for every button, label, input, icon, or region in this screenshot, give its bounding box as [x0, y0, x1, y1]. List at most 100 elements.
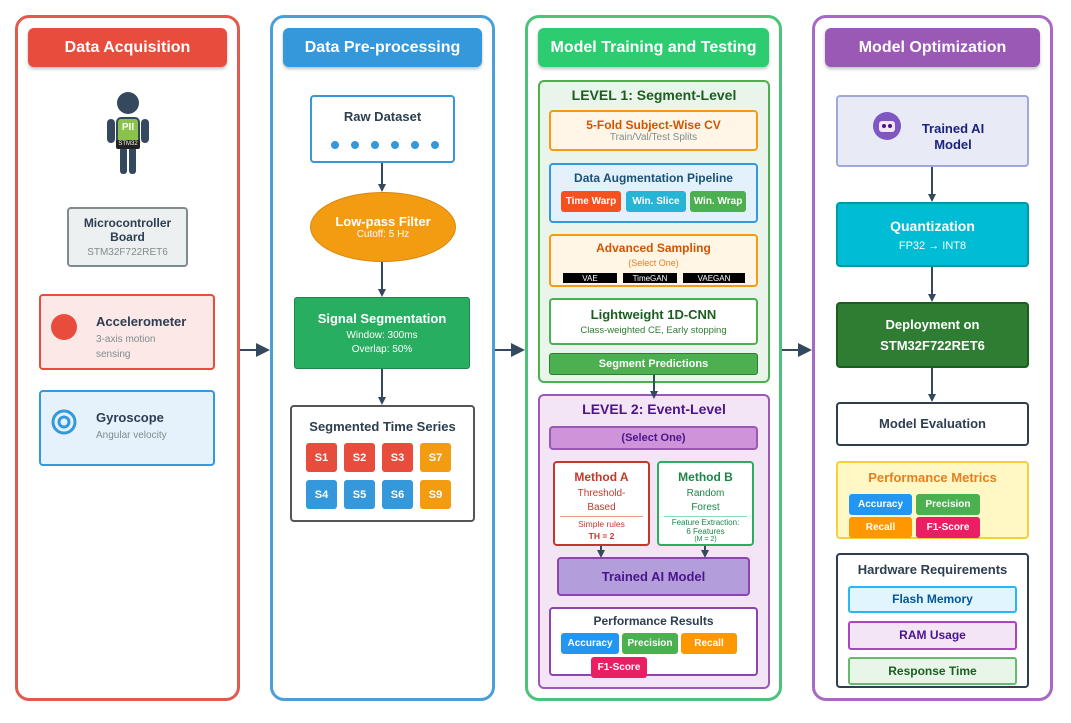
sampling-title: Advanced Sampling: [596, 241, 711, 255]
gyroscope-desc: Angular velocity: [96, 430, 167, 441]
segment-chip: S6: [382, 480, 413, 509]
augmentation-title: Data Augmentation Pipeline: [574, 171, 733, 185]
method-b-box: Method B Random Forest Feature Extractio…: [657, 461, 754, 546]
cnn-title: Lightweight 1D-CNN: [590, 307, 717, 322]
quantization-box: Quantization FP32 → INT8: [836, 202, 1029, 267]
person-chip-label: STM32: [116, 140, 140, 149]
accelerometer-box: Accelerometer 3-axis motion sensing: [39, 294, 215, 370]
segment-chip: S3: [382, 443, 413, 472]
performance-metrics-title: Performance Metrics: [868, 470, 997, 485]
model-training-panel: [525, 15, 782, 701]
cnn-box: Lightweight 1D-CNN Class-weighted CE, Ea…: [549, 298, 758, 345]
segment-chip: S7: [420, 443, 451, 472]
method-a-title: Method A: [574, 470, 629, 484]
sampling-sub: (Select One): [628, 258, 679, 268]
level2-select-bar: (Select One): [549, 426, 758, 450]
aug-chip: Win. Wrap: [690, 191, 746, 212]
low-pass-filter-box: Low-pass Filter Cutoff: 5 Hz: [310, 192, 456, 262]
method-a-divider: [560, 516, 643, 517]
result-chip: Accuracy: [561, 633, 619, 654]
method-b-fe1: Feature Extraction:: [671, 518, 740, 527]
accelerometer-title: Accelerometer: [96, 314, 187, 329]
board-title-line1: Microcontroller: [83, 216, 172, 230]
raw-dataset-dots: [330, 137, 440, 149]
segmentation-title: Signal Segmentation: [317, 311, 447, 326]
model-optimization-header: Model Optimization: [825, 28, 1040, 67]
hardware-title: Hardware Requirements: [857, 562, 1008, 577]
data-acquisition-header: Data Acquisition: [28, 28, 227, 67]
method-b-line2: Forest: [691, 502, 720, 513]
model-training-header: Model Training and Testing: [538, 28, 769, 67]
cv-title: 5-Fold Subject-Wise CV: [586, 118, 721, 132]
level1-title: LEVEL 1: Segment-Level: [571, 87, 737, 103]
hardware-item-response: Response Time: [848, 657, 1017, 685]
method-b-fe2: 6 Features: [686, 527, 725, 536]
gyroscope-icon: [51, 409, 77, 435]
method-a-box: Method A Threshold- Based Simple rules T…: [553, 461, 650, 546]
segment-predictions-box: Segment Predictions: [549, 353, 758, 375]
model-optimization-panel: [812, 15, 1053, 701]
method-a-th: TH = 2: [588, 531, 615, 541]
metric-chip: Precision: [916, 494, 980, 515]
quantization-title: Quantization: [890, 217, 975, 234]
hardware-item-flash: Flash Memory: [848, 586, 1017, 613]
data-acquisition-panel: [15, 15, 240, 701]
result-chip: Recall: [681, 633, 737, 654]
metric-chip: F1-Score: [916, 517, 980, 538]
level2-title: LEVEL 2: Event-Level: [582, 401, 726, 417]
method-b-divider: [664, 516, 747, 517]
cv-sub: Train/Val/Test Splits: [609, 132, 698, 143]
optimization-trained-model-box: Trained AI Model: [836, 95, 1029, 167]
method-a-line2: Based: [587, 502, 616, 513]
segment-chip: S1: [306, 443, 337, 472]
accelerometer-icon: [51, 314, 77, 340]
filter-title: Low-pass Filter: [335, 214, 431, 229]
result-chip: Precision: [622, 633, 678, 654]
aug-chip: Win. Slice: [626, 191, 686, 212]
level2-trained-model-box: Trained AI Model: [557, 557, 750, 596]
method-b-line1: Random: [686, 488, 725, 499]
data-preprocessing-panel: [270, 15, 495, 701]
segmentation-window: Window: 300ms: [346, 330, 418, 341]
segment-chip: S2: [344, 443, 375, 472]
sampling-option: TimeGAN: [623, 273, 677, 283]
hardware-item-ram: RAM Usage: [848, 621, 1017, 650]
gyroscope-title: Gyroscope: [96, 410, 164, 425]
sampling-option: VAE: [563, 273, 617, 283]
method-a-line1: Threshold-: [577, 488, 626, 499]
deployment-line1: Deployment on: [885, 317, 980, 332]
robot-icon: [873, 112, 901, 140]
microcontroller-board: Microcontroller Board STM32F722RET6: [67, 207, 188, 267]
segment-chip: S5: [344, 480, 375, 509]
segmentation-overlap: Overlap: 50%: [351, 344, 413, 355]
deployment-line2: STM32F722RET6: [880, 338, 985, 353]
accelerometer-desc-line2: sensing: [96, 349, 131, 360]
sampling-option: VAEGAN: [683, 273, 745, 283]
signal-segmentation-box: Signal Segmentation Window: 300ms Overla…: [294, 297, 470, 369]
method-b-title: Method B: [678, 470, 733, 484]
model-evaluation-box: Model Evaluation: [836, 402, 1029, 446]
data-preprocessing-header: Data Pre-processing: [283, 28, 482, 67]
metric-chip: Recall: [849, 517, 912, 538]
filter-sub: Cutoff: 5 Hz: [356, 229, 410, 240]
aug-chip: Time Warp: [561, 191, 621, 212]
segmented-title: Segmented Time Series: [309, 419, 456, 434]
deployment-box: Deployment on STM32F722RET6: [836, 302, 1029, 368]
method-b-fe3: (M = 2): [694, 536, 717, 543]
performance-results-title: Performance Results: [593, 614, 714, 628]
gyroscope-box: Gyroscope Angular velocity: [39, 390, 215, 466]
cnn-sub: Class-weighted CE, Early stopping: [580, 325, 727, 336]
accelerometer-desc-line1: 3-axis motion: [96, 334, 156, 345]
segment-chip: S4: [306, 480, 337, 509]
quantization-sub: FP32 → INT8: [898, 239, 967, 252]
person-badge: PII: [121, 122, 135, 133]
opt-trained-line2: Model: [934, 137, 972, 152]
segment-chip: S9: [420, 480, 451, 509]
cv-box: 5-Fold Subject-Wise CV Train/Val/Test Sp…: [549, 110, 758, 151]
method-a-rule: Simple rules: [578, 519, 625, 529]
board-model: STM32F722RET6: [87, 247, 168, 258]
board-title-line2: Board: [110, 230, 145, 244]
raw-dataset-title: Raw Dataset: [343, 109, 422, 124]
opt-trained-line1: Trained AI: [921, 121, 985, 136]
